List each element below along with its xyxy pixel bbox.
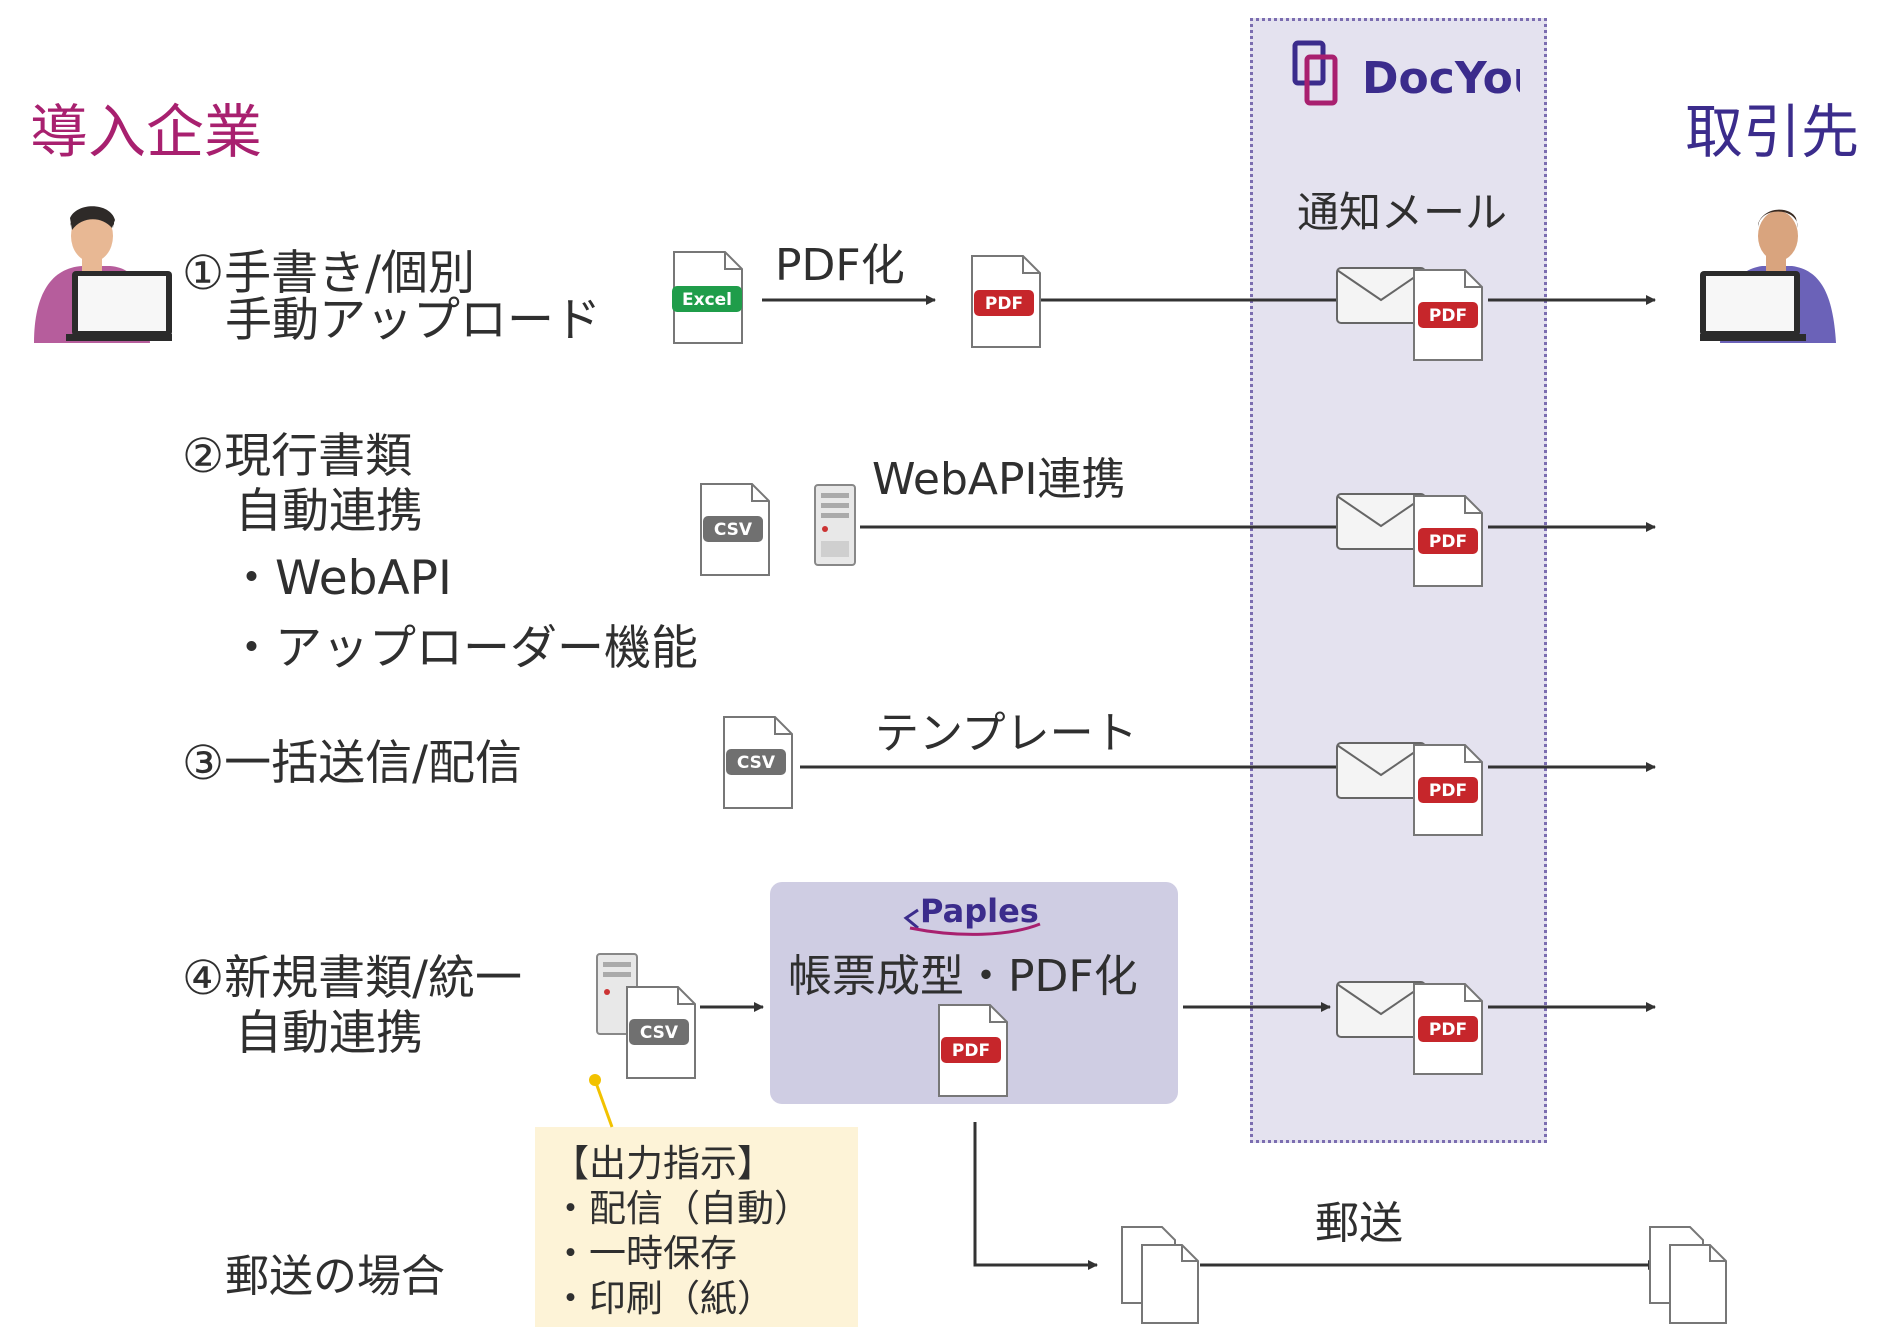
arrow-to-print	[973, 1122, 1098, 1270]
csv-badge-text: CSV	[737, 753, 776, 773]
pdf-badge-text: PDF	[985, 294, 1023, 314]
step4-line2: 自動連携	[235, 1006, 423, 1061]
svg-text:PDF: PDF	[1429, 306, 1467, 326]
mail-with-pdf-icon: PDF	[1336, 267, 1483, 361]
output-instruction-box	[535, 1127, 858, 1327]
user-right-icon	[1700, 209, 1836, 343]
mail-delivery-label: 郵送	[1315, 1198, 1403, 1249]
step1-line2: 手動アップロード	[225, 293, 601, 348]
svg-text:PDF: PDF	[1429, 781, 1467, 801]
documents-stack-icon	[1121, 1226, 1199, 1324]
output-item-temp-save: ・一時保存	[552, 1232, 737, 1275]
docyou-logo-text: DocYou	[1362, 53, 1520, 104]
step2-line2: 自動連携	[235, 484, 423, 539]
mail-with-pdf-icon: PDF	[1336, 981, 1483, 1075]
csv-badge-text: CSV	[714, 520, 753, 540]
output-box-title: 【出力指示】	[552, 1142, 774, 1185]
left-title: 導入企業	[30, 98, 263, 166]
step2-bullet1: ・WebAPI	[228, 551, 452, 606]
webapi-link-label: WebAPI連携	[872, 454, 1126, 505]
step3-line1: ③一括送信/配信	[182, 736, 522, 791]
server-icon	[814, 484, 856, 566]
step1-line1: ①手書き/個別	[182, 246, 475, 301]
notification-mail-label: 通知メール	[1297, 188, 1508, 237]
svg-text:PDF: PDF	[1429, 532, 1467, 552]
csv-file-icon: CSV	[723, 716, 793, 809]
step2-bullet2: ・アップローダー機能	[228, 621, 698, 676]
step2-line1: ②現行書類	[182, 429, 413, 484]
excel-file-icon: Excel	[672, 251, 743, 344]
pdf-file-icon: PDF	[971, 255, 1041, 348]
paples-label: 帳票成型・PDF化	[788, 951, 1138, 1002]
pdf-badge-text: PDF	[952, 1041, 990, 1061]
csv-file-icon: CSV	[700, 483, 770, 576]
docyou-logo: DocYou	[1292, 40, 1520, 106]
mail-with-pdf-icon: PDF	[1336, 493, 1483, 587]
right-title: 取引先	[1685, 98, 1860, 166]
csv-badge-text: CSV	[640, 1023, 679, 1043]
output-item-delivery: ・配信（自動）	[552, 1187, 811, 1230]
mail-with-pdf-icon: PDF	[1336, 742, 1483, 836]
template-label: テンプレート	[875, 708, 1138, 759]
mail-case-label: 郵送の場合	[225, 1251, 445, 1302]
excel-badge-text: Excel	[682, 290, 732, 310]
pdf-file-icon: PDF	[938, 1004, 1008, 1097]
docyou-panel	[1250, 18, 1547, 1143]
paples-logo-text: Paples	[920, 892, 1039, 930]
step4-line1: ④新規書類/統一	[182, 951, 522, 1006]
output-item-print: ・印刷（紙）	[552, 1277, 774, 1320]
documents-stack-icon	[1649, 1226, 1727, 1324]
svg-text:PDF: PDF	[1429, 1020, 1467, 1040]
csv-file-icon: CSV	[626, 986, 696, 1079]
user-left-icon	[34, 206, 172, 343]
pdf-conversion-label: PDF化	[775, 240, 905, 291]
paples-logo: Paples	[903, 892, 1041, 936]
